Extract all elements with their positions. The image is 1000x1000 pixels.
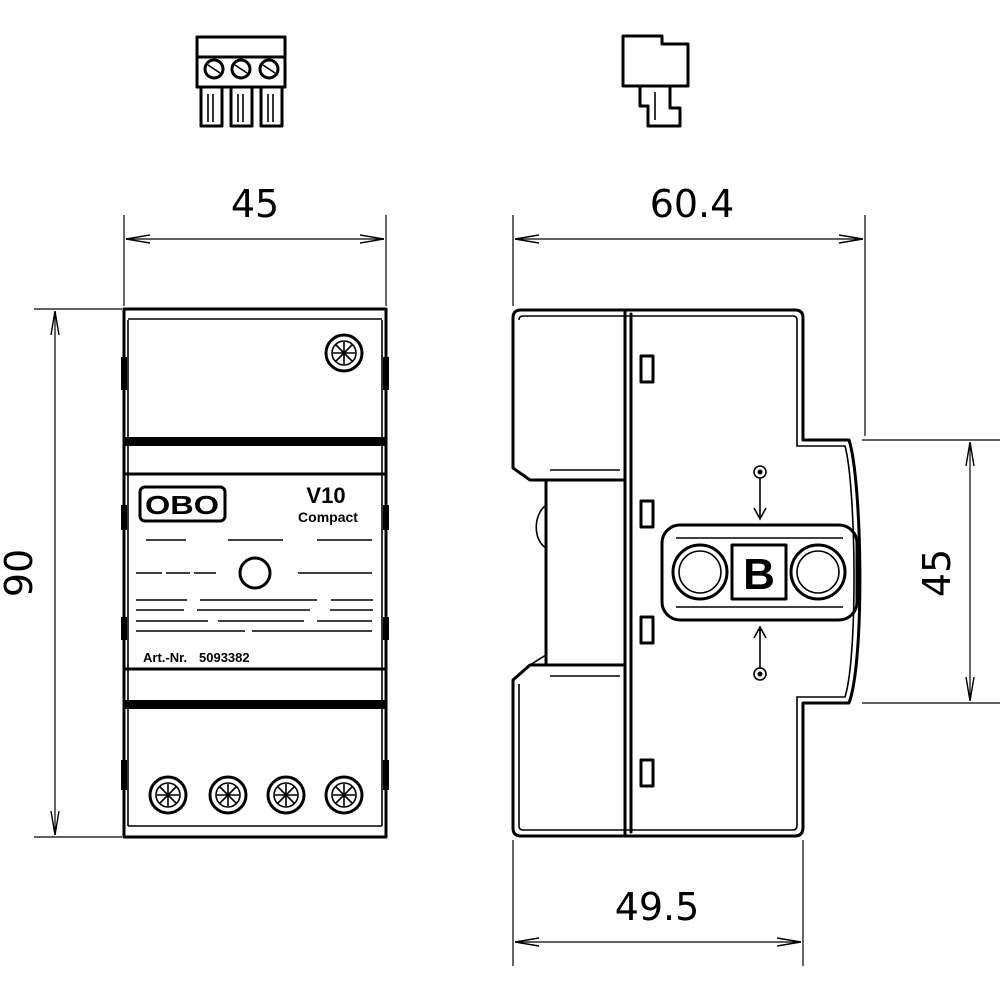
brand-logo: OBO (145, 490, 219, 520)
dim-side-rail-height-text: 45 (915, 549, 959, 597)
side-housing (511, 308, 862, 838)
model-name: V10 (306, 483, 345, 508)
model-subtitle: Compact (298, 509, 358, 525)
logo-ring-right (789, 543, 847, 601)
bottom-band (124, 700, 386, 709)
front-housing (122, 307, 388, 839)
logo-ring-left (671, 543, 729, 601)
logo-letter-b: B (743, 550, 775, 599)
logo-center-box (730, 543, 788, 601)
dim-front-width-text: 45 (231, 182, 279, 226)
side-logo-plate: B O O (660, 523, 859, 622)
logo-letter-o-left: O (700, 571, 701, 573)
dimension-front-height: 90 (0, 308, 122, 838)
terminal-screw-2-icon (208, 775, 248, 815)
plug-connector-side-view (621, 34, 690, 128)
top-screw-icon (324, 333, 364, 373)
article-number: 5093382 (199, 650, 250, 665)
dimension-side-depth-top: 60.4 (512, 182, 866, 436)
dimension-front-width: 45 (123, 182, 387, 306)
status-indicator (238, 556, 272, 590)
terminal-screw-1-icon (148, 775, 188, 815)
terminal-screw-4-icon (324, 775, 364, 815)
dimension-side-depth-bottom: 49.5 (512, 840, 804, 966)
dim-side-depth-bottom-text: 49.5 (615, 885, 700, 929)
logo-letter-o-right: O (818, 571, 819, 573)
front-label-panel: OBO V10 Compact Art.-Nr. 5093382 (136, 483, 373, 665)
release-arrow-up-icon (753, 465, 767, 521)
dim-side-depth-top-text: 60.4 (650, 182, 735, 226)
dimension-side-rail-height: 45 (862, 439, 1000, 704)
plug-connector-front-view (195, 35, 287, 128)
release-arrow-down-icon (753, 625, 767, 681)
front-view: 45 90 OBO V10 Compact (0, 182, 389, 839)
dim-front-height-text: 90 (0, 549, 41, 597)
article-label: Art.-Nr. (143, 650, 187, 665)
top-band (124, 437, 386, 446)
brand-logo-frame (138, 485, 227, 523)
terminal-screw-3-icon (266, 775, 306, 815)
side-view: 60.4 49.5 45 (511, 182, 1000, 966)
